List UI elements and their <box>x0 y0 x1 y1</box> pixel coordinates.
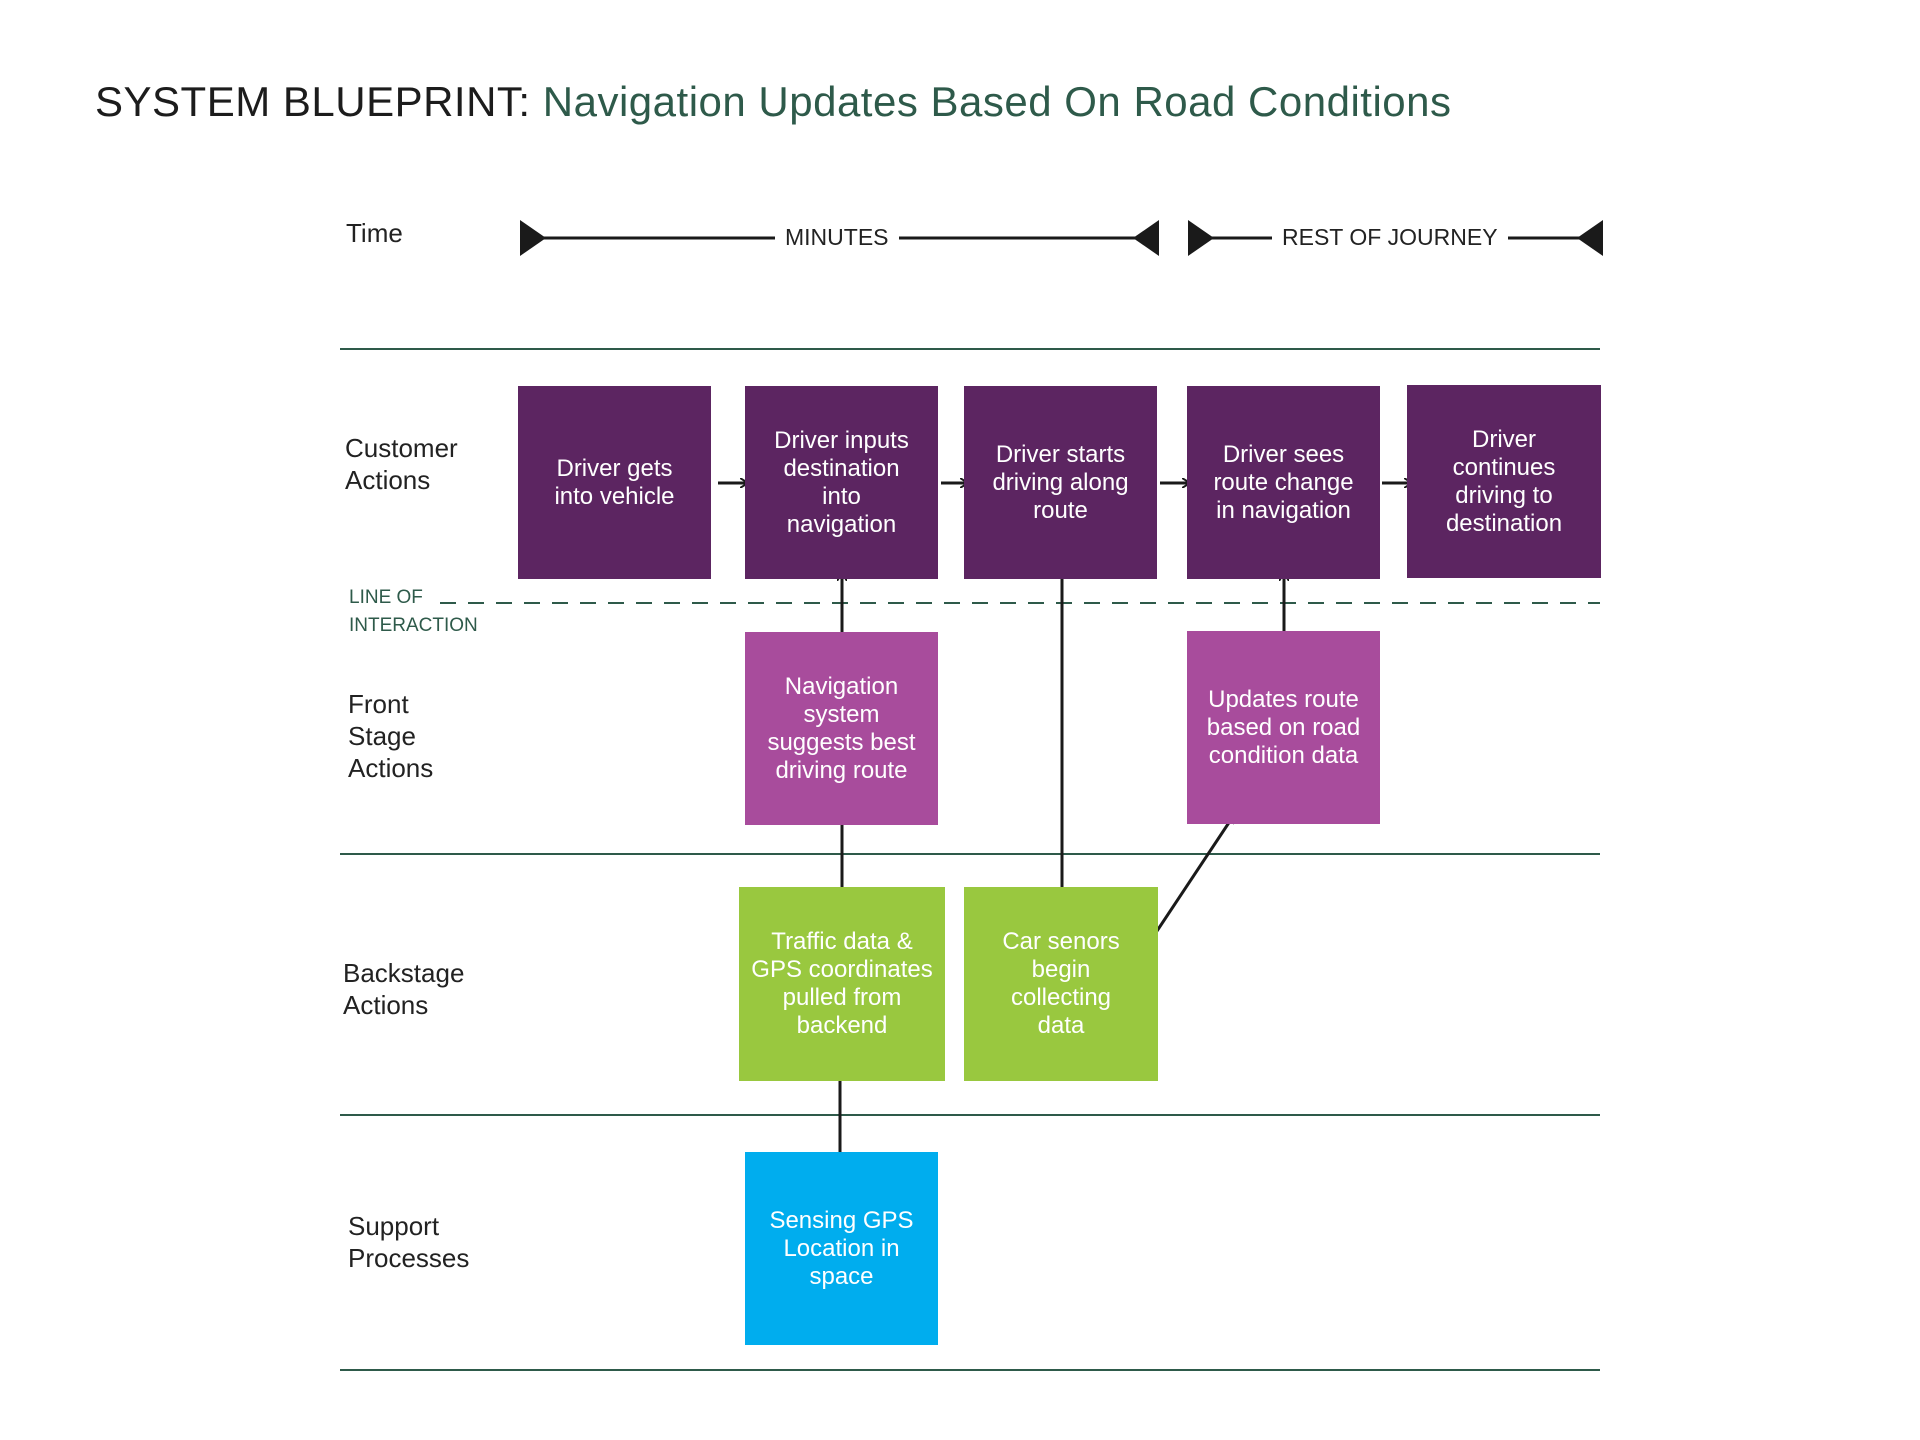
support-sensing-gps: Sensing GPS Location in space <box>745 1152 938 1345</box>
customer-action-inputs-destination: Driver inputs destination into navigatio… <box>745 386 938 579</box>
backstage-car-sensors-collecting: Car senors begin collecting data <box>964 887 1158 1081</box>
backstage-traffic-data-pulled: Traffic data & GPS coordinates pulled fr… <box>739 887 945 1081</box>
arrow-back2-to-front2 <box>1145 815 1236 947</box>
timeline-rest-end-cap <box>1577 220 1603 256</box>
lane-label-time: Time <box>346 218 403 248</box>
lane-label-backstage: Backstage Actions <box>343 958 465 1020</box>
customer-action-continues-driving: Driver continues driving to destination <box>1407 385 1601 578</box>
front-stage-updates-route: Updates route based on road condition da… <box>1187 631 1380 824</box>
customer-action-sees-route-change: Driver sees route change in navigation <box>1187 386 1380 579</box>
customer-action-gets-into-vehicle: Driver gets into vehicle <box>518 386 711 579</box>
lane-label-customer: Customer Actions <box>345 433 458 495</box>
title-prefix: SYSTEM BLUEPRINT: <box>95 78 531 125</box>
lane-label-front-stage: Front Stage Actions <box>348 689 434 783</box>
timeline-rest-label: REST OF JOURNEY <box>1272 224 1508 251</box>
timeline-rest-start-cap <box>1188 220 1214 256</box>
timeline-minutes-start-cap <box>520 220 546 256</box>
timeline-minutes-label: MINUTES <box>775 224 899 251</box>
lane-label-support: Support Processes <box>348 1211 470 1273</box>
timeline-minutes-end-cap <box>1133 220 1159 256</box>
front-stage-suggests-route: Navigation system suggests best driving … <box>745 632 938 825</box>
customer-action-starts-driving: Driver starts driving along route <box>964 386 1157 579</box>
title-main: Navigation Updates Based On Road Conditi… <box>542 78 1452 125</box>
line-of-interaction-label: LINE OF INTERACTION <box>349 587 478 636</box>
page-title: SYSTEM BLUEPRINT: Navigation Updates Bas… <box>95 78 1452 126</box>
